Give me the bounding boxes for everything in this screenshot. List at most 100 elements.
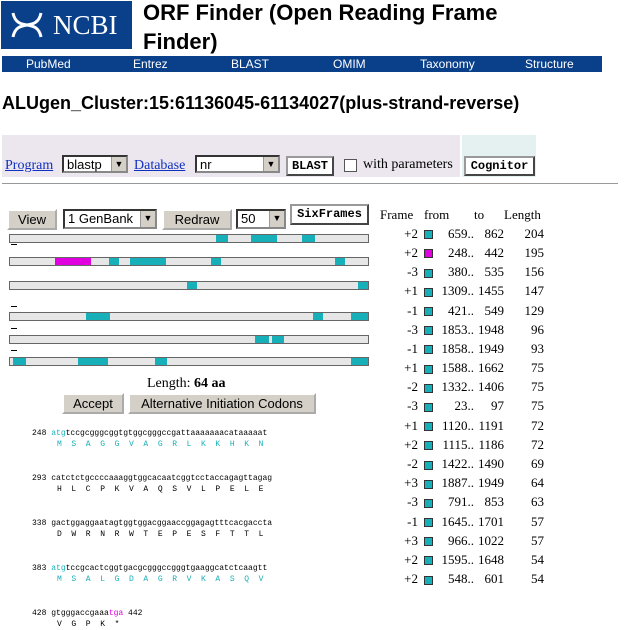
orf-bar[interactable] (351, 358, 368, 365)
from-cell[interactable]: 659.. (424, 224, 474, 243)
nav-blast[interactable]: BLAST (231, 57, 270, 71)
database-link[interactable]: Database (134, 158, 186, 173)
view-button[interactable]: View (7, 209, 57, 230)
orf-bar[interactable] (272, 336, 284, 343)
orf-bar[interactable] (211, 258, 221, 265)
orf-bar[interactable] (13, 358, 26, 365)
ncbi-logo[interactable]: NCBI (1, 1, 132, 49)
program-link[interactable]: Program (5, 158, 54, 173)
to-cell: 549 (484, 302, 505, 318)
orf-select-square-icon[interactable] (424, 422, 433, 432)
orf-select-square-icon[interactable] (424, 364, 433, 374)
from-cell[interactable]: 548.. (424, 570, 474, 589)
orf-bar-selected[interactable] (55, 258, 91, 265)
orf-select-square-icon[interactable] (424, 556, 433, 566)
database-select[interactable]: nr ▼ (195, 155, 280, 173)
orf-bar[interactable] (255, 336, 269, 343)
genbank-select[interactable]: 1 GenBank ▼ (63, 209, 157, 229)
orf-select-square-icon[interactable] (424, 460, 433, 470)
orf-select-square-icon[interactable] (424, 345, 433, 355)
orf-bar[interactable] (251, 235, 277, 242)
from-cell[interactable]: 23.. (424, 397, 474, 416)
with-parameters-checkbox[interactable] (344, 159, 357, 172)
orf-bar[interactable] (335, 258, 345, 265)
from-cell[interactable]: 1332.. (424, 378, 474, 397)
orf-bar[interactable] (358, 282, 368, 289)
from-cell[interactable]: 1115.. (424, 435, 474, 454)
from-cell[interactable]: 1588.. (424, 359, 474, 378)
orf-bar[interactable] (86, 313, 110, 320)
from-cell[interactable]: 1422.. (424, 454, 474, 473)
orf-bar[interactable] (78, 358, 108, 365)
from-cell[interactable]: 1853.. (424, 320, 474, 339)
orf-select-square-icon[interactable] (424, 249, 433, 259)
sixframes-button[interactable]: SixFrames (290, 204, 369, 225)
orf-select-square-icon[interactable] (424, 383, 433, 393)
redraw-button[interactable]: Redraw (162, 209, 232, 230)
orf-select-square-icon[interactable] (424, 307, 433, 317)
from-cell[interactable]: 1645.. (424, 512, 474, 531)
orf-bar[interactable] (155, 358, 167, 365)
nav-omim[interactable]: OMIM (333, 57, 366, 71)
alternative-initiation-codons-button[interactable]: Alternative Initiation Codons (128, 393, 316, 414)
orf-select-square-icon[interactable] (424, 268, 433, 278)
frame-cell: +2 (404, 571, 418, 587)
orf-select-square-icon[interactable] (424, 287, 433, 297)
program-select[interactable]: blastp ▼ (62, 155, 128, 173)
orf-bar[interactable] (187, 282, 197, 289)
blast-button[interactable]: BLAST (286, 156, 334, 176)
orf-bar[interactable] (109, 258, 119, 265)
orf-bar[interactable] (302, 235, 315, 242)
from-cell[interactable]: 248.. (424, 243, 474, 262)
from-cell[interactable]: 421.. (424, 301, 474, 320)
orf-select-square-icon[interactable] (424, 575, 433, 585)
count-select[interactable]: 50 ▼ (236, 209, 286, 229)
accept-button[interactable]: Accept (62, 393, 124, 414)
orf-bar[interactable] (351, 313, 368, 320)
from-cell[interactable]: 1595.. (424, 550, 474, 569)
from-cell[interactable]: 966.. (424, 531, 474, 550)
orf-select-square-icon[interactable] (424, 498, 433, 508)
from-cell[interactable]: 1858.. (424, 339, 474, 358)
from-cell[interactable]: 1887.. (424, 474, 474, 493)
orf-bar[interactable] (216, 235, 228, 242)
orf-select-square-icon[interactable] (424, 518, 433, 528)
nav-pubmed[interactable]: PubMed (26, 57, 71, 71)
orf-select-square-icon[interactable] (424, 441, 433, 451)
orf-select-square-icon[interactable] (424, 326, 433, 336)
cognitor-button[interactable]: Cognitor (464, 156, 535, 176)
from-cell[interactable]: 791.. (424, 493, 474, 512)
from-cell[interactable]: 1309.. (424, 282, 474, 301)
from-cell[interactable]: 1120.. (424, 416, 474, 435)
orf-select-square-icon[interactable] (424, 537, 433, 547)
orf-select-square-icon[interactable] (424, 402, 433, 412)
orf-bar[interactable] (130, 258, 166, 265)
orf-select-square-icon[interactable] (424, 230, 433, 240)
orf-select-square-icon[interactable] (424, 479, 433, 489)
from-cell[interactable]: 380.. (424, 263, 474, 282)
nav-taxonomy[interactable]: Taxonomy (420, 57, 475, 71)
nav-structure[interactable]: Structure (525, 57, 574, 71)
orf-bar[interactable] (313, 313, 323, 320)
frame-track-plus2 (9, 257, 369, 266)
nav-entrez[interactable]: Entrez (133, 57, 168, 71)
